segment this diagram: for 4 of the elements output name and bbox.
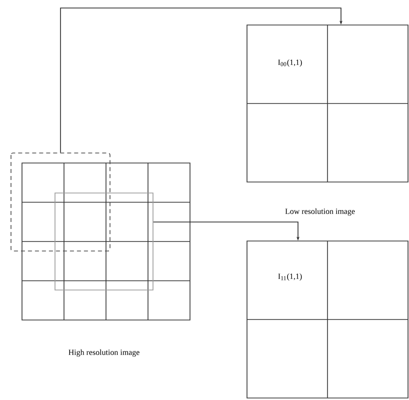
window-box — [54, 192, 154, 290]
arrow — [60, 8, 343, 153]
image-grid — [22, 162, 190, 320]
dashed-window — [10, 152, 110, 252]
